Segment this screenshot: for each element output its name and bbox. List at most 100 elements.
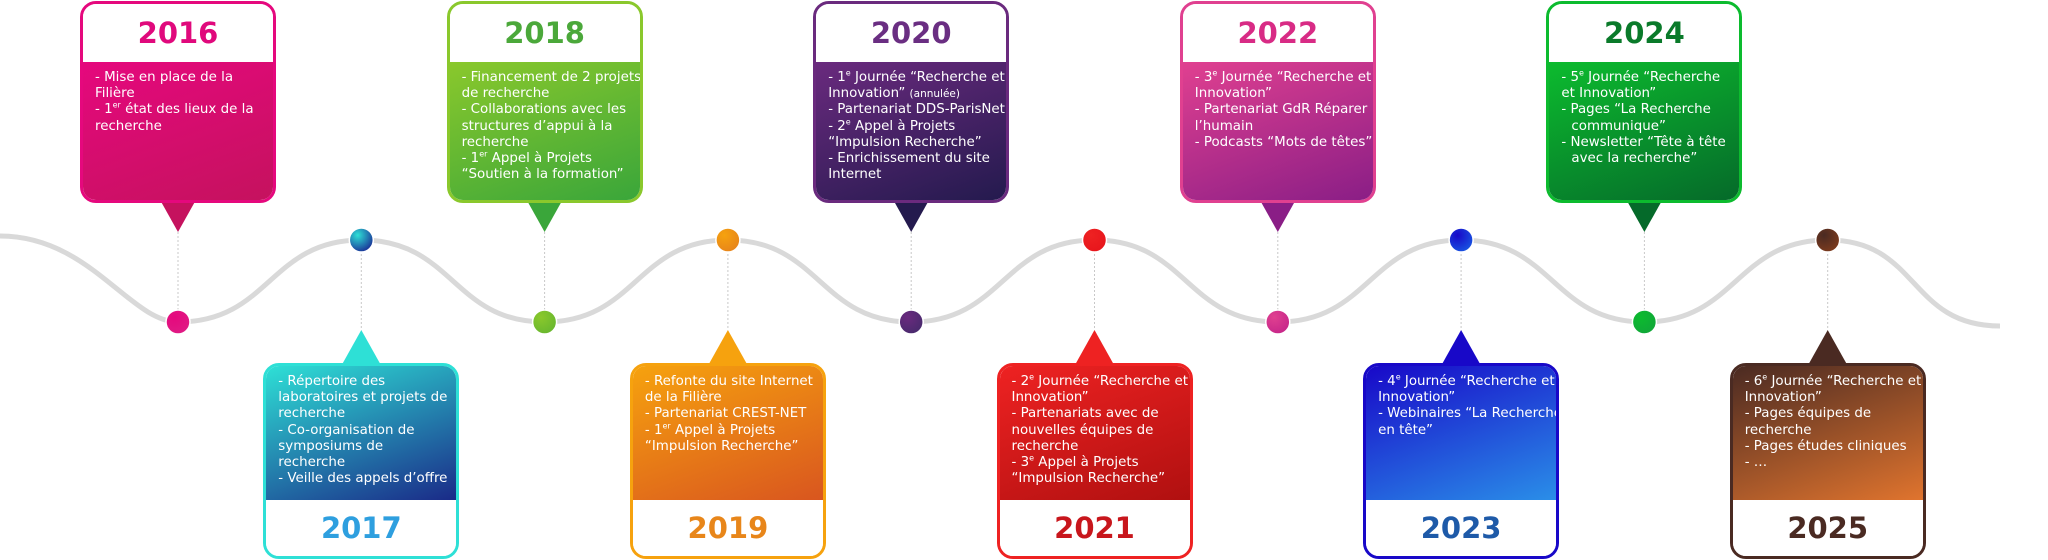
description-line: - Partenariat CREST-NET <box>644 406 807 422</box>
timeline-dot <box>1814 227 1841 253</box>
description-line: - Pages études cliniques <box>1744 438 1907 454</box>
description-line: - Webinaires “La Recherche <box>1378 406 1560 422</box>
pointer-triangle <box>1075 330 1114 364</box>
year-label: 2016 <box>83 4 273 62</box>
description-line: Innovation” (annulée) <box>828 86 960 102</box>
pointer-triangle <box>1258 198 1297 232</box>
description-line: “Impulsion Recherche” <box>828 134 982 150</box>
description-line: “Impulsion Recherche” <box>644 438 799 454</box>
year-label: 2019 <box>632 500 823 556</box>
timeline-dot <box>165 309 191 335</box>
description-line: - 3e Journée “Recherche et <box>1194 68 1372 85</box>
timeline-dot <box>1265 309 1291 335</box>
description-line: - Mise en place de la <box>95 70 234 85</box>
description-line: - Podcasts “Mots de têtes” <box>1194 134 1373 150</box>
pointer-triangle <box>1625 198 1664 232</box>
pointer-triangle <box>892 198 931 232</box>
description-line: - 1e Journée “Recherche et <box>828 68 1005 85</box>
timeline-dot <box>1081 227 1108 253</box>
description-line: recherche <box>461 134 529 150</box>
description-line: communique” <box>1571 118 1666 134</box>
description-line: Filière <box>95 86 135 102</box>
year-label: 2021 <box>999 500 1190 556</box>
description-line: - Pages équipes de <box>1744 406 1872 422</box>
pointer-triangle <box>525 198 564 232</box>
pointer-triangle <box>1442 330 1481 364</box>
description-line: recherche <box>278 455 346 471</box>
description-line: Innovation” <box>1378 390 1456 406</box>
description-line: et Innovation” <box>1561 86 1657 102</box>
pointer-triangle <box>159 198 197 232</box>
description-line: - Financement de 2 projets <box>461 70 642 85</box>
description-line: - 2e Journée “Recherche et <box>1011 372 1189 389</box>
description-line: structures d’appui à la <box>461 118 613 134</box>
year-label: 2024 <box>1549 4 1740 62</box>
description-line: recherche <box>1744 422 1812 438</box>
description-line: Innovation” <box>1011 390 1089 406</box>
description-line: Innovation” <box>1744 390 1822 406</box>
year-label: 2023 <box>1366 500 1557 556</box>
description-line: Innovation” <box>1194 86 1272 102</box>
timeline-wave <box>0 233 2001 329</box>
description-line: - 4e Journée “Recherche et <box>1378 372 1555 389</box>
description-line: - Refonte du site Internet <box>644 374 813 389</box>
description-line: - 1er état des lieux de la <box>95 100 254 118</box>
description-line: - Veille des appels d’offre <box>278 471 448 487</box>
description-line: nouvelles équipes de <box>1011 422 1154 438</box>
description-line: l’humain <box>1194 118 1254 134</box>
description-line: - Répertoire des <box>278 374 386 389</box>
timeline-dot <box>898 309 924 335</box>
description-line: laboratoires et projets de <box>278 390 448 406</box>
description-line: recherche <box>278 406 346 422</box>
description-line: - Co-organisation de <box>278 422 415 438</box>
description-line: - Partenariat DDS-ParisNet <box>828 102 1005 118</box>
timeline-dot <box>715 227 741 253</box>
year-label: 2018 <box>449 4 640 62</box>
timeline-dot <box>1631 309 1658 335</box>
year-label: 2022 <box>1182 4 1373 62</box>
description-line: avec la recherche” <box>1571 151 1698 167</box>
pointer-triangle <box>1808 330 1847 364</box>
description-line: en tête” <box>1378 422 1433 438</box>
description-line: recherche <box>95 118 162 134</box>
timeline-dot <box>1448 227 1474 253</box>
timeline-dot <box>348 227 375 253</box>
description-line: “Soutien à la formation” <box>461 167 624 183</box>
description-line: “Impulsion Recherche” <box>1011 471 1166 487</box>
description-line: symposiums de <box>278 438 384 454</box>
description-line: Internet <box>828 167 882 183</box>
pointer-triangle <box>342 330 381 364</box>
description-line: - 5e Journée “Recherche <box>1561 68 1721 85</box>
description-line: - Newsletter “Tête à tête <box>1561 134 1726 150</box>
description-line: - Collaborations avec les <box>461 102 627 118</box>
pointer-triangle <box>708 330 747 364</box>
description-line: de la Filière <box>644 390 722 406</box>
description-line: - Partenariats avec de <box>1011 406 1159 422</box>
description-line: - 1er Appel à Projets <box>461 149 592 167</box>
year-label: 2025 <box>1732 500 1923 556</box>
description-line: de recherche <box>461 86 550 102</box>
year-label: 2020 <box>816 4 1007 62</box>
description-line: - 1er Appel à Projets <box>644 421 776 438</box>
description-line: recherche <box>1011 438 1079 454</box>
